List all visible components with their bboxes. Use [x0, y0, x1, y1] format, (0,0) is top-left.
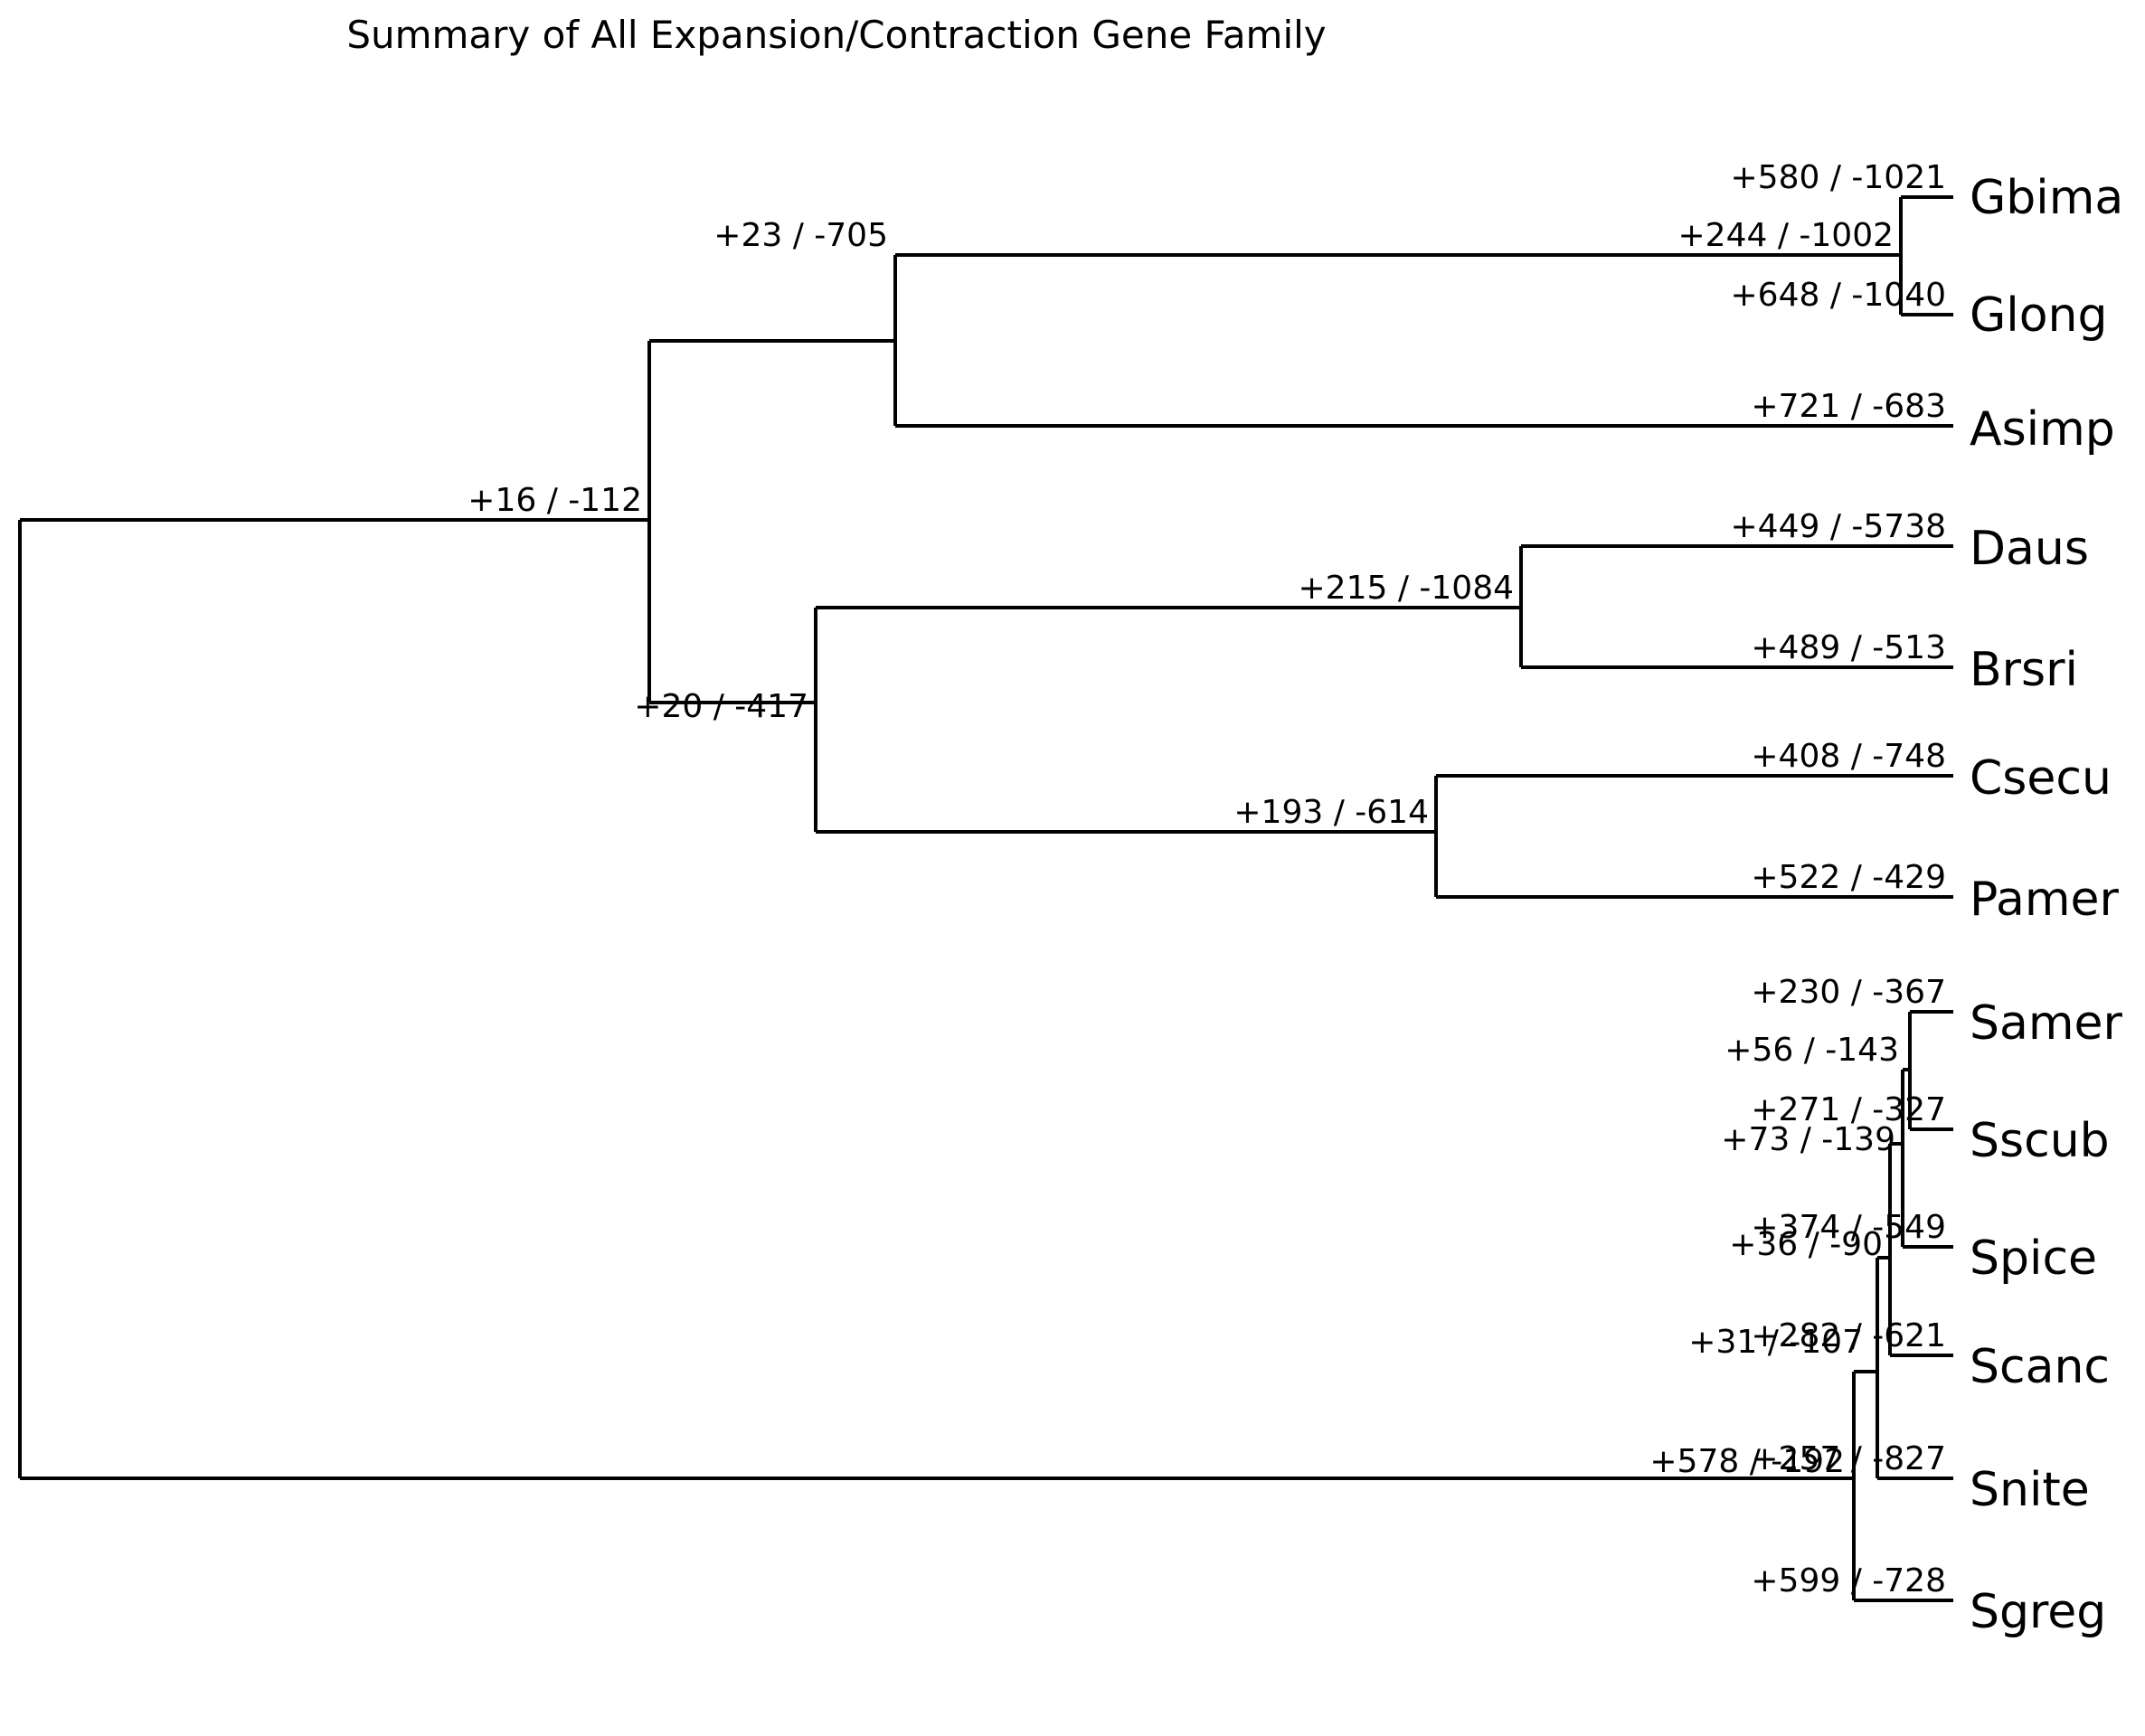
page-title: Summary of All Expansion/Contraction Gen… [346, 13, 1327, 57]
rate-label-leaf-brsri: +489 / -513 [1751, 629, 1946, 666]
rate-label-leaf-daus: +449 / -5738 [1731, 508, 1947, 545]
gbima-glong-asimp-clade-group [893, 195, 1953, 428]
rate-label-leaf-samer: +230 / -367 [1751, 974, 1946, 1011]
leaf-label-sgreg: Sgreg [1970, 1585, 2106, 1639]
rate-label-leaf-asimp: +721 / -683 [1751, 388, 1946, 425]
rate-label-leaf-gbima: +580 / -1021 [1731, 159, 1947, 196]
leaf-label-glong: Glong [1970, 288, 2108, 343]
rate-label-node-73-139: +73 / -139 [1721, 1121, 1895, 1158]
root-branch-group [18, 518, 1854, 1480]
rate-label-node-56-143: +56 / -143 [1725, 1032, 1899, 1069]
rate-label-leaf-scanc: +282 / -621 [1751, 1317, 1946, 1354]
rate-label-leaf-sscub: +271 / -327 [1751, 1091, 1946, 1128]
leaf-label-pamer: Pamer [1970, 873, 2120, 927]
rate-label-leaf-spice: +374 / -549 [1751, 1209, 1946, 1246]
leaf-label-gbima: Gbima [1970, 171, 2123, 225]
clade-a-group [647, 339, 895, 704]
rate-label-node-578-192: +578 / -192 [1649, 1443, 1845, 1480]
clade-b-ladder-group [1852, 1010, 1953, 1602]
leaf-label-brsri: Brsri [1970, 643, 2078, 697]
rate-label-node-16-112: +16 / -112 [468, 482, 642, 519]
rate-label-node-36-90: +36 / -90 [1729, 1226, 1883, 1263]
daus-brsri-csecu-pamer-clade-group [814, 544, 1953, 899]
rate-label-node-20-417: +20 / -417 [634, 688, 808, 725]
leaf-label-sscub: Sscub [1970, 1114, 2110, 1168]
rate-label-leaf-csecu: +408 / -748 [1751, 738, 1946, 775]
leaf-label-spice: Spice [1970, 1231, 2097, 1286]
rate-label-node-23-705: +23 / -705 [713, 217, 888, 254]
leaf-label-samer: Samer [1970, 996, 2123, 1051]
rate-label-leaf-pamer: +522 / -429 [1751, 859, 1946, 896]
rate-label-node-31-107: +31 / -107 [1688, 1324, 1863, 1361]
leaf-label-scanc: Scanc [1970, 1340, 2110, 1394]
rate-label-node-215-1084: +215 / -1084 [1299, 570, 1515, 607]
leaf-label-csecu: Csecu [1970, 751, 2112, 806]
rate-label-leaf-glong: +648 / -1040 [1731, 277, 1947, 314]
leaf-label-asimp: Asimp [1970, 402, 2115, 457]
rate-label-leaf-snite: +257 / -827 [1751, 1440, 1946, 1477]
leaf-label-snite: Snite [1970, 1463, 2090, 1517]
rate-label-node-193-614: +193 / -614 [1233, 794, 1429, 831]
rate-label-node-244-1002: +244 / -1002 [1678, 217, 1895, 254]
leaf-label-daus: Daus [1970, 522, 2089, 576]
rate-label-leaf-sgreg: +599 / -728 [1751, 1562, 1946, 1599]
